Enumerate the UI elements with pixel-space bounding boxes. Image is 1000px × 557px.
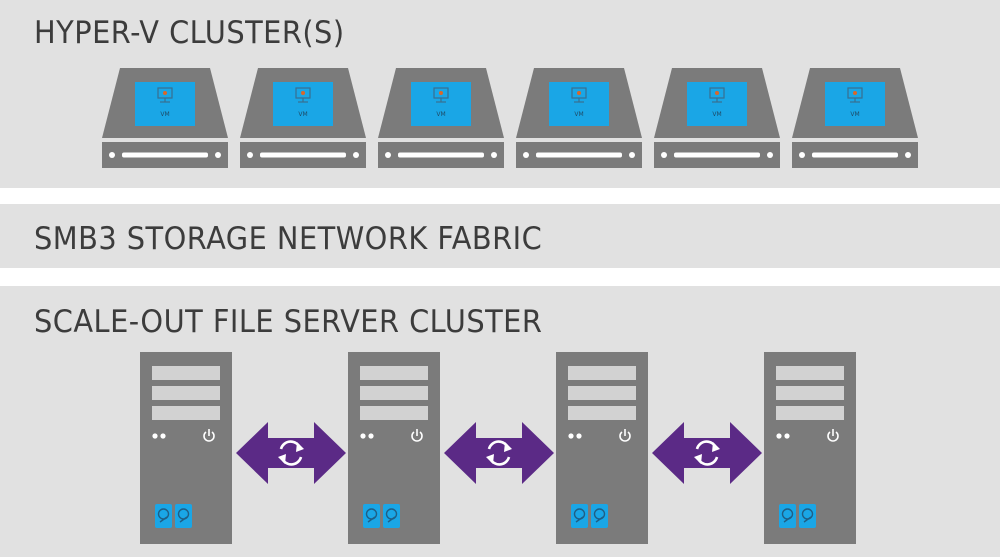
vm-label: VM	[160, 111, 170, 118]
file-server-tower-icon	[348, 352, 440, 544]
file-server-tower-icon	[556, 352, 648, 544]
virtual-machine-icon: VM	[273, 82, 333, 126]
hyperv-cluster-title: HYPER-V CLUSTER(S)	[34, 15, 345, 51]
vm-label: VM	[436, 111, 446, 118]
virtual-machine-icon: VM	[549, 82, 609, 126]
file-server-tower-icon	[140, 352, 232, 544]
power-icon	[827, 429, 839, 442]
power-icon	[411, 429, 423, 442]
disk-icon	[363, 504, 380, 528]
sync-arrow-icon	[444, 418, 554, 488]
power-icon	[619, 429, 631, 442]
smb3-fabric-title: SMB3 STORAGE NETWORK FABRIC	[34, 221, 543, 257]
virtual-machine-icon: VM	[135, 82, 195, 126]
disk-icon	[155, 504, 172, 528]
hyperv-host-icon: VM	[378, 68, 504, 168]
hyperv-host-icon: VM	[654, 68, 780, 168]
disk-icon	[571, 504, 588, 528]
hyperv-cluster-band: HYPER-V CLUSTER(S) VM VM VM VM VM VM	[0, 0, 1000, 188]
disk-icon	[779, 504, 796, 528]
vm-label: VM	[574, 111, 584, 118]
disk-icon	[175, 504, 192, 528]
hyperv-host-icon: VM	[792, 68, 918, 168]
hyperv-host-icon: VM	[102, 68, 228, 168]
disk-icon	[799, 504, 816, 528]
file-server-tower-icon	[764, 352, 856, 544]
disk-icon	[591, 504, 608, 528]
vm-label: VM	[712, 111, 722, 118]
virtual-machine-icon: VM	[411, 82, 471, 126]
hyperv-host-icon: VM	[516, 68, 642, 168]
virtual-machine-icon: VM	[825, 82, 885, 126]
sync-arrow-icon	[236, 418, 346, 488]
power-icon	[203, 429, 215, 442]
hyperv-host-icon: VM	[240, 68, 366, 168]
vm-label: VM	[850, 111, 860, 118]
sync-arrow-icon	[652, 418, 762, 488]
smb3-fabric-band: SMB3 STORAGE NETWORK FABRIC	[0, 204, 1000, 268]
virtual-machine-icon: VM	[687, 82, 747, 126]
disk-icon	[383, 504, 400, 528]
sofs-cluster-title: SCALE-OUT FILE SERVER CLUSTER	[34, 304, 543, 340]
vm-label: VM	[298, 111, 308, 118]
